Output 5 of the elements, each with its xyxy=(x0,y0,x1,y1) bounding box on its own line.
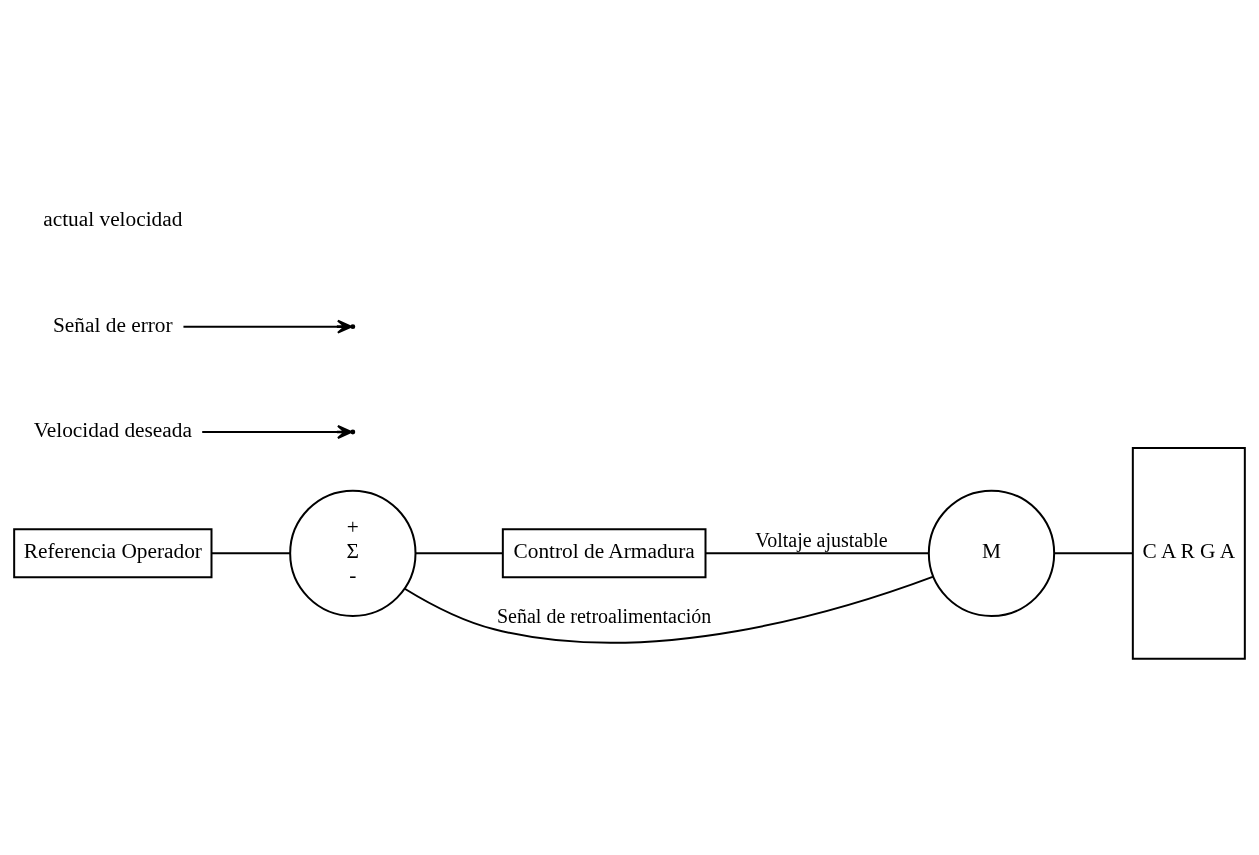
node-text: Señal de error xyxy=(53,312,173,337)
node-text: Velocidad deseada xyxy=(33,417,192,442)
edge-label: Señal de retroalimentación xyxy=(496,604,712,627)
label: actual velocidad xyxy=(43,206,183,231)
edge-label: Voltaje ajustable xyxy=(755,528,888,551)
